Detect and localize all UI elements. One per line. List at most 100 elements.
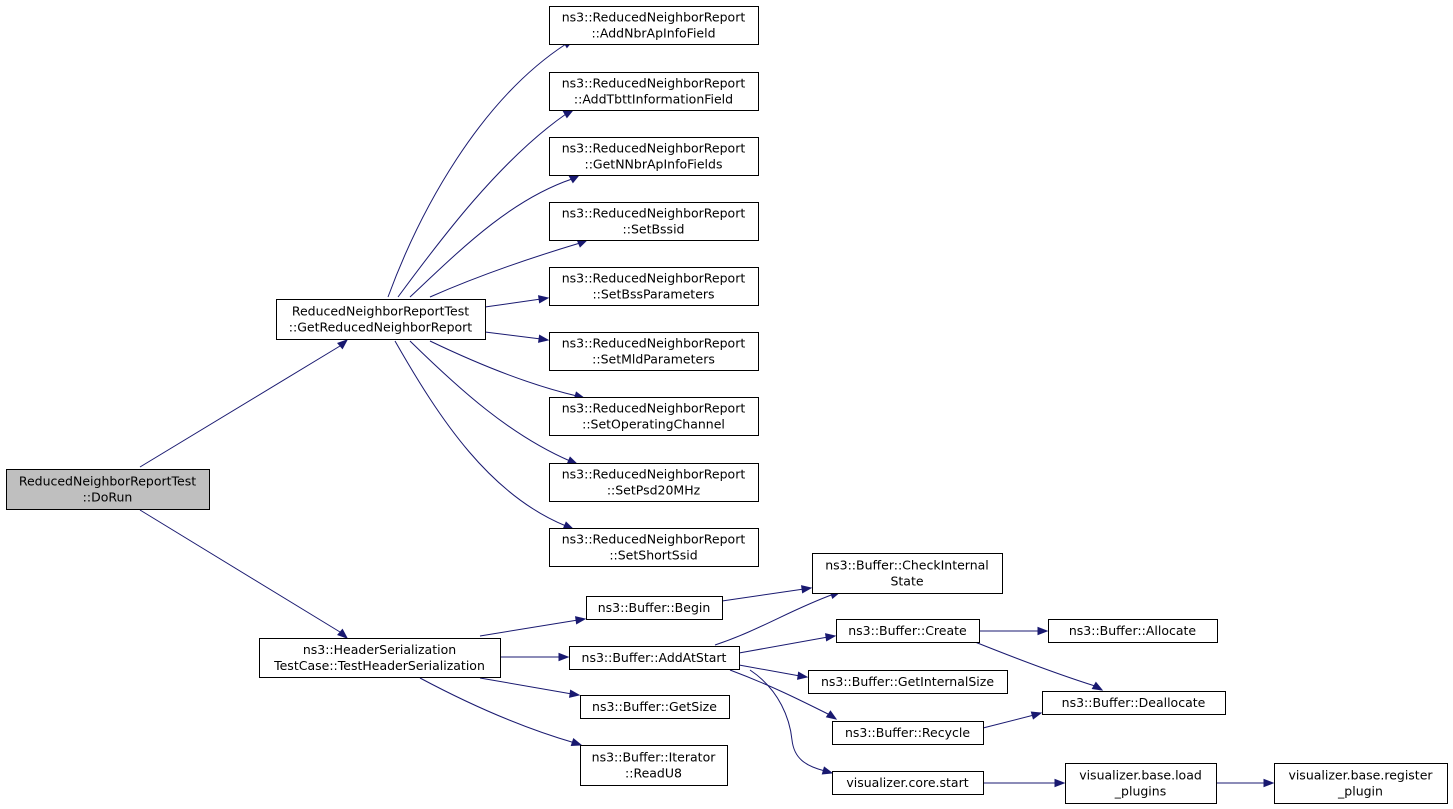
node-label: ::DoRun	[83, 490, 133, 505]
node-box[interactable]	[549, 397, 759, 436]
node-label: _plugin	[1337, 784, 1383, 799]
node-box[interactable]	[580, 695, 730, 719]
edge-ths-to-readu8	[419, 677, 583, 747]
node-box[interactable]	[549, 6, 759, 45]
edge-line	[409, 178, 573, 298]
node-box[interactable]	[1042, 691, 1226, 715]
edge-arrowhead	[537, 295, 550, 304]
node-label: ::GetNNbrApInfoFields	[585, 157, 723, 172]
node-add_nbr[interactable]: ns3::ReducedNeighborReport::AddNbrApInfo…	[549, 6, 759, 45]
node-recycle[interactable]: ns3::Buffer::Recycle	[832, 721, 984, 745]
edge-line	[387, 43, 567, 298]
node-readu8[interactable]: ns3::Buffer::Iterator::ReadU8	[580, 745, 728, 786]
node-box[interactable]	[1048, 619, 1218, 643]
node-getinternal[interactable]: ns3::Buffer::GetInternalSize	[808, 670, 1008, 694]
edge-line	[409, 340, 571, 462]
node-box[interactable]	[549, 267, 759, 306]
edge-arrowhead	[570, 737, 583, 747]
node-add_tbtt[interactable]: ns3::ReducedNeighborReport::AddTbttInfor…	[549, 72, 759, 111]
node-label: State	[890, 574, 923, 589]
edge-arrowhead	[1263, 778, 1275, 788]
node-label: ns3::ReducedNeighborReport	[562, 336, 746, 351]
node-box[interactable]	[1065, 763, 1217, 804]
node-addatstart[interactable]: ns3::Buffer::AddAtStart	[569, 646, 740, 670]
node-set_mld[interactable]: ns3::ReducedNeighborReport::SetMldParame…	[549, 332, 759, 371]
node-loadplugins[interactable]: visualizer.base.load_plugins	[1065, 763, 1217, 804]
edge-arrowhead	[576, 239, 589, 248]
edge-line	[729, 669, 831, 716]
node-root[interactable]: ReducedNeighborReportTest::DoRun	[6, 469, 210, 510]
node-set_bssparams[interactable]: ns3::ReducedNeighborReport::SetBssParame…	[549, 267, 759, 306]
edge-arrowhead	[537, 334, 550, 343]
node-box[interactable]	[812, 553, 1003, 594]
node-box[interactable]	[549, 72, 759, 111]
node-box[interactable]	[836, 619, 980, 643]
edge-line	[429, 340, 578, 397]
node-box[interactable]	[832, 771, 984, 795]
node-set_short[interactable]: ns3::ReducedNeighborReport::SetShortSsid	[549, 528, 759, 567]
edge-arrowhead	[337, 339, 349, 350]
node-box[interactable]	[549, 463, 759, 502]
node-label: ns3::ReducedNeighborReport	[562, 206, 746, 221]
edge-line	[974, 641, 1096, 687]
edge-arrowhead	[562, 521, 575, 530]
node-label: ns3::ReducedNeighborReport	[562, 271, 746, 286]
node-box[interactable]	[549, 202, 759, 241]
node-begin[interactable]: ns3::Buffer::Begin	[586, 596, 723, 620]
node-box[interactable]	[808, 670, 1008, 694]
node-set_bssid[interactable]: ns3::ReducedNeighborReport::SetBssid	[549, 202, 759, 241]
node-label: ReducedNeighborReportTest	[292, 304, 469, 319]
node-getsize[interactable]: ns3::Buffer::GetSize	[580, 695, 730, 719]
edge-addatstart-to-getinternal	[738, 664, 809, 680]
edge-line	[479, 619, 579, 637]
node-vizstart[interactable]: visualizer.core.start	[832, 771, 984, 795]
node-registerplugin[interactable]: visualizer.base.register_plugin	[1274, 763, 1448, 804]
node-label: ns3::Buffer::Recycle	[845, 725, 970, 740]
edge-arrowhead	[568, 174, 581, 184]
edge-addatstart-to-recycle	[729, 669, 838, 720]
node-label: ::AddTbttInformationField	[574, 92, 733, 107]
node-set_psd[interactable]: ns3::ReducedNeighborReport::SetPsd20MHz	[549, 463, 759, 502]
edge-line	[139, 509, 341, 633]
node-box[interactable]	[832, 721, 984, 745]
node-label: ns3::Buffer::Create	[848, 623, 967, 638]
node-ths[interactable]: ns3::HeaderSerializationTestCase::TestHe…	[259, 638, 501, 678]
node-box[interactable]	[276, 299, 486, 340]
node-allocate[interactable]: ns3::Buffer::Allocate	[1048, 619, 1218, 643]
node-label: TestCase::TestHeaderSerialization	[273, 658, 485, 673]
node-box[interactable]	[586, 596, 723, 620]
edge-arrowhead	[825, 710, 838, 720]
edge-line	[394, 340, 567, 527]
node-box[interactable]	[549, 137, 759, 176]
node-get_nnbr[interactable]: ns3::ReducedNeighborReport::GetNNbrApInf…	[549, 137, 759, 176]
node-box[interactable]	[549, 528, 759, 567]
node-box[interactable]	[580, 745, 728, 786]
node-label: ns3::Buffer::Allocate	[1069, 623, 1197, 638]
node-label: ns3::Buffer::AddAtStart	[582, 650, 727, 665]
node-box[interactable]	[1274, 763, 1448, 804]
node-box[interactable]	[259, 638, 501, 678]
edge-arrowhead	[337, 628, 349, 639]
node-deallocate[interactable]: ns3::Buffer::Deallocate	[1042, 691, 1226, 715]
node-get_rnr[interactable]: ReducedNeighborReportTest::GetReducedNei…	[276, 299, 486, 340]
edge-begin-to-checkstate	[721, 585, 813, 602]
node-box[interactable]	[569, 646, 740, 670]
node-box[interactable]	[6, 469, 210, 510]
node-create[interactable]: ns3::Buffer::Create	[836, 619, 980, 643]
edge-addatstart-to-create	[738, 633, 837, 654]
edge-ths-to-addatstart	[500, 652, 570, 662]
edge-get_rnr-to-set_mld	[484, 331, 550, 343]
edge-line	[738, 664, 801, 677]
edge-line	[749, 669, 826, 772]
node-label: ::SetShortSsid	[609, 548, 697, 563]
edge-line	[479, 677, 573, 695]
edge-create-to-deallocate	[974, 641, 1104, 691]
edge-arrowhead	[1091, 681, 1104, 691]
node-box[interactable]	[549, 332, 759, 371]
node-set_opch[interactable]: ns3::ReducedNeighborReport::SetOperating…	[549, 397, 759, 436]
edge-arrowhead	[566, 456, 579, 465]
edge-line	[419, 677, 576, 744]
edge-root-to-get_rnr	[139, 339, 349, 468]
